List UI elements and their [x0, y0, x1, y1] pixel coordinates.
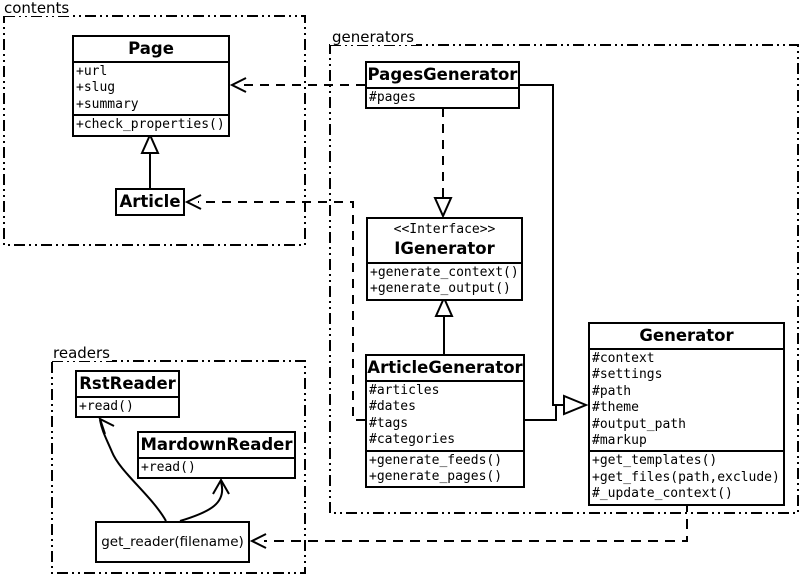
class-pagesgenerator-attributes: #pages [367, 87, 518, 107]
attribute: +summary [76, 96, 139, 112]
class-articlegenerator-title: ArticleGenerator [367, 358, 523, 377]
method: +generate_output() [370, 281, 511, 297]
attribute: #markup [592, 433, 647, 449]
package-contents-label: contents [2, 0, 72, 17]
class-page-methods: +check_properties() [74, 114, 228, 134]
method: +generate_pages() [369, 469, 503, 485]
class-page: Page +url +slug +summary +check_properti… [72, 35, 230, 137]
package-readers-label: readers [51, 344, 112, 362]
arrow-generators-to-generator [520, 84, 589, 421]
class-igenerator: <<Interface>> IGenerator +generate_conte… [366, 217, 523, 301]
arrow-getreader-to-rstreader [98, 417, 167, 522]
attribute: #articles [369, 383, 440, 398]
class-page-attributes: +url +slug +summary [74, 61, 228, 114]
class-generator-title: Generator [639, 326, 734, 345]
arrow-articlegenerator-to-article [184, 194, 365, 421]
package-readers-border [51, 360, 306, 574]
function-get-reader-label: get_reader(filename) [101, 534, 244, 550]
class-page-title: Page [128, 39, 174, 58]
arrow-pagesgenerator-to-igenerator [433, 108, 453, 219]
method: +check_properties() [76, 117, 225, 133]
class-article: Article [115, 188, 185, 216]
package-generators-border [329, 44, 799, 514]
class-igenerator-title: IGenerator [394, 239, 495, 258]
method: #_update_context() [592, 486, 733, 502]
method: +generate_feeds() [369, 452, 503, 468]
class-igenerator-methods: +generate_context() +generate_output() [368, 262, 521, 299]
attribute: #settings [592, 367, 663, 383]
attribute: #categories [369, 432, 456, 448]
class-mardownreader-methods: +read() [139, 457, 294, 477]
arrow-article-to-page [140, 132, 160, 188]
arrow-articlegenerator-to-igenerator [434, 295, 454, 354]
class-articlegenerator: ArticleGenerator #articles #dates #tags … [365, 354, 525, 489]
method: +read() [79, 399, 134, 414]
class-generator-attributes: #context #settings #path #theme #output_… [590, 348, 783, 450]
package-generators-label: generators [330, 28, 416, 46]
attribute: #theme [592, 400, 639, 416]
class-mardownreader-title: MardownReader [140, 435, 293, 454]
class-mardownreader: MardownReader +read() [137, 431, 296, 480]
attribute: #output_path [592, 416, 686, 432]
class-generator-methods: +get_templates() +get_files(path,exclude… [590, 450, 783, 503]
attribute: #context [592, 351, 655, 366]
arrow-pagesgenerator-to-page [229, 77, 365, 93]
arrow-generator-to-getreader [249, 502, 688, 549]
attribute: #tags [369, 415, 409, 431]
attribute: +url [76, 64, 108, 79]
function-get-reader: get_reader(filename) [95, 521, 250, 563]
class-rstreader: RstReader +read() [75, 370, 180, 419]
attribute: #path [592, 383, 632, 399]
method: +get_files(path,exclude) [592, 469, 780, 485]
method: +generate_context() [370, 265, 519, 280]
class-rstreader-methods: +read() [77, 396, 178, 416]
class-rstreader-title: RstReader [79, 374, 176, 393]
attribute: #dates [369, 399, 416, 415]
class-pagesgenerator: PagesGenerator #pages [365, 61, 520, 110]
class-igenerator-stereotype: <<Interface>> [393, 222, 496, 237]
class-article-title: Article [119, 192, 181, 211]
method: +get_templates() [592, 453, 718, 469]
class-pagesgenerator-title: PagesGenerator [367, 65, 518, 84]
class-articlegenerator-attributes: #articles #dates #tags #categories [367, 380, 523, 450]
arrow-getreader-to-mardownreader [179, 477, 230, 522]
attribute: #pages [369, 90, 416, 105]
package-contents-border [3, 15, 306, 246]
method: +read() [141, 460, 196, 475]
class-generator: Generator #context #settings #path #them… [588, 322, 785, 506]
class-articlegenerator-methods: +generate_feeds() +generate_pages() [367, 449, 523, 487]
attribute: +slug [76, 80, 116, 96]
